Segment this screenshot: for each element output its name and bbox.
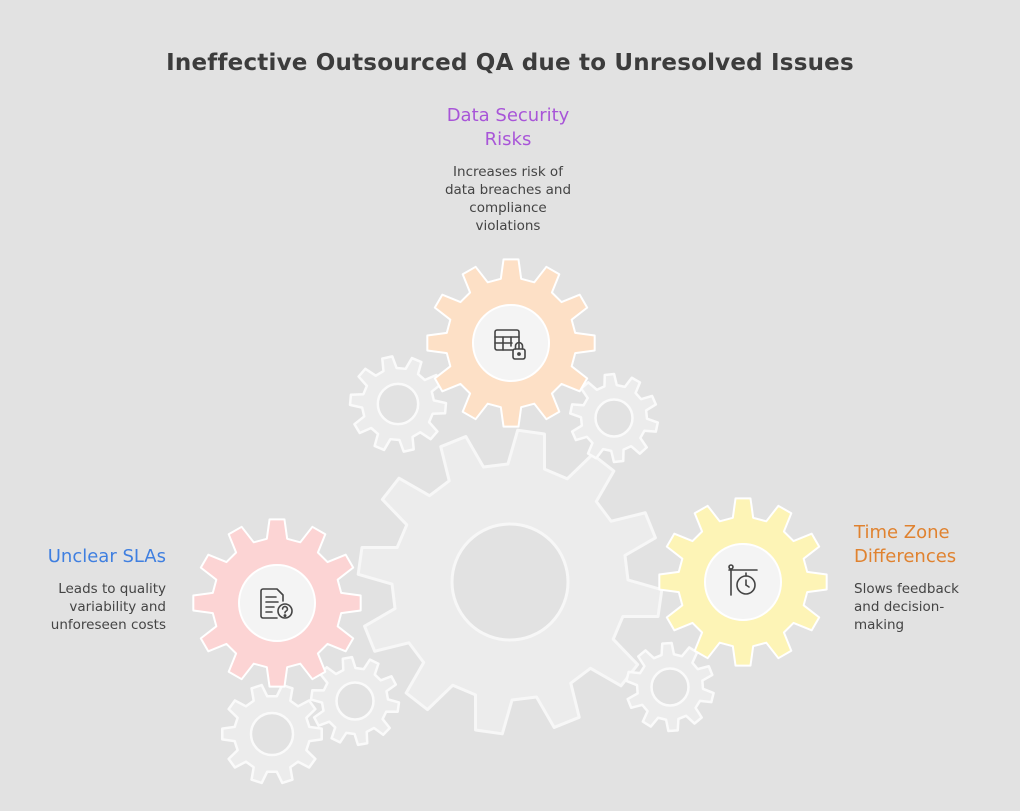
small-gear-top-left-hub xyxy=(376,382,420,426)
description-line: Slows feedback xyxy=(854,581,959,597)
heading-line: Unclear SLAs xyxy=(47,546,166,567)
table-lock-icon xyxy=(494,329,526,360)
small-gear-top-left xyxy=(348,355,448,453)
timer-icon xyxy=(728,564,758,596)
small-gear-bottom-right-hub xyxy=(650,667,690,707)
description-line: violations xyxy=(475,218,541,234)
heading-line: Data Security xyxy=(446,105,570,126)
document-question-icon xyxy=(260,588,293,619)
description-line: and decision- xyxy=(854,599,945,615)
description-line: data breaches and xyxy=(444,182,572,198)
center-gear-hub xyxy=(450,522,570,642)
description-line: Leads to quality xyxy=(58,581,166,597)
description-line: Increases risk of xyxy=(453,164,563,180)
description-line: compliance xyxy=(469,200,547,216)
center-gear xyxy=(356,428,664,736)
small-gear-bottom-right xyxy=(625,641,715,733)
heading-line: Risks xyxy=(484,129,532,150)
item-heading-unclear-slas: Unclear SLAs xyxy=(0,545,166,569)
item-heading-data-security: Data Security Risks xyxy=(408,104,608,152)
item-heading-time-zone: Time Zone Differences xyxy=(854,521,1014,569)
foreground-gears xyxy=(192,258,828,688)
item-description-data-security: Increases risk of data breaches and comp… xyxy=(418,163,598,235)
item-description-time-zone: Slows feedback and decision- making xyxy=(854,580,1014,634)
gear-time-zone xyxy=(658,497,828,667)
small-gear-bottom-left-a-hub xyxy=(335,681,375,721)
background-gears xyxy=(221,355,715,785)
gear-time-zone-hub xyxy=(704,543,782,621)
heading-line: Differences xyxy=(854,546,957,567)
heading-line: Time Zone xyxy=(854,522,950,543)
small-gear-bottom-left-b-hub xyxy=(249,711,295,757)
small-gear-bottom-left-b xyxy=(221,683,323,785)
small-gear-top-right-hub xyxy=(594,398,634,438)
gear-unclear-slas xyxy=(192,518,362,688)
item-description-unclear-slas: Leads to quality variability and unfores… xyxy=(0,580,166,634)
small-gear-bottom-left-a xyxy=(309,655,401,747)
small-gear-top-right xyxy=(568,372,660,464)
diagram-title: Ineffective Outsourced QA due to Unresol… xyxy=(166,50,854,76)
description-line: unforeseen costs xyxy=(50,617,166,633)
description-line: making xyxy=(854,617,905,633)
description-line: variability and xyxy=(69,599,166,615)
gear-unclear-slas-hub xyxy=(238,564,316,642)
